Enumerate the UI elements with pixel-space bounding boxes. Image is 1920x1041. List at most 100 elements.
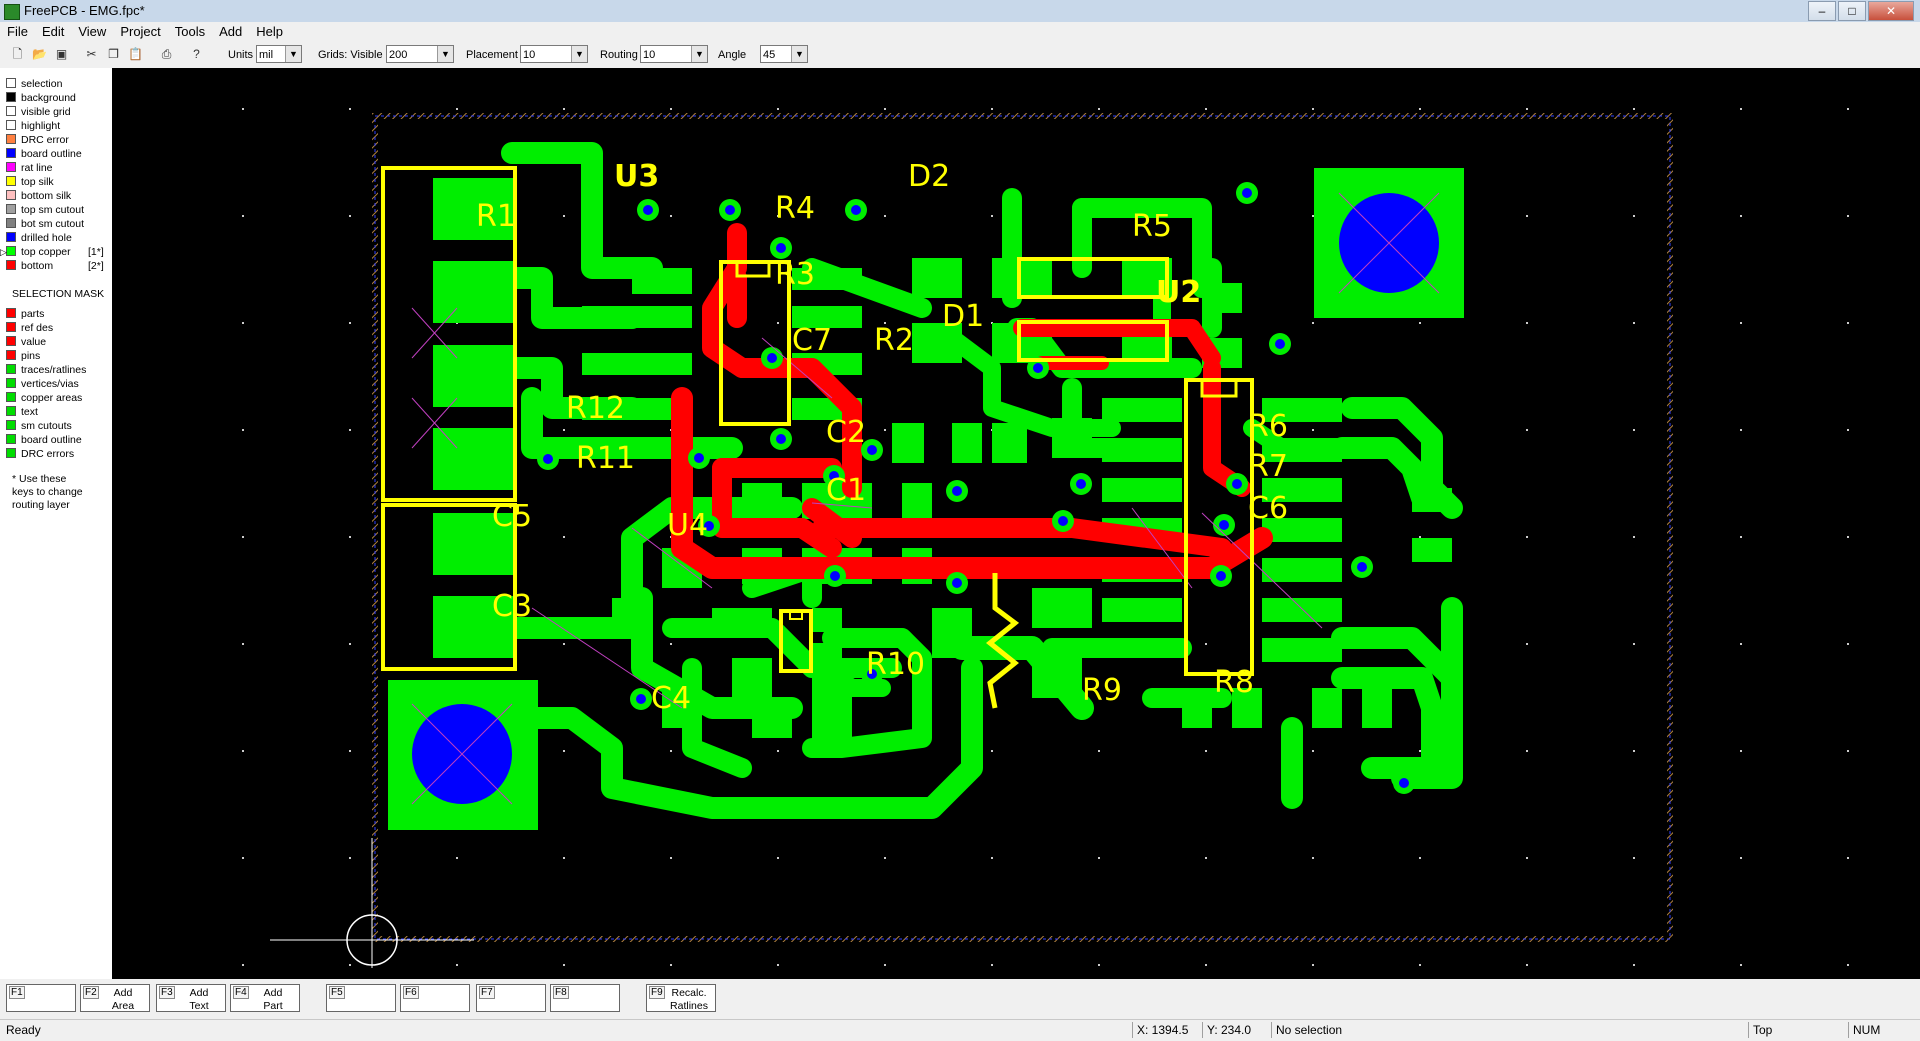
mask-pins[interactable]: pins xyxy=(6,350,40,363)
refdes-r3[interactable]: R3 xyxy=(775,257,815,292)
refdes-r5[interactable]: R5 xyxy=(1132,209,1172,244)
layer-color-swatch[interactable] xyxy=(6,134,16,144)
mask-board-outline[interactable]: board outline xyxy=(6,434,82,447)
layer-top-sm-cutout[interactable]: top sm cutout xyxy=(6,204,84,217)
maximize-button[interactable]: □ xyxy=(1838,1,1866,21)
copper-pad[interactable] xyxy=(582,398,692,420)
placement-select[interactable]: 10▼ xyxy=(520,45,588,63)
open-folder-icon[interactable]: 📂 xyxy=(32,47,47,61)
layer-color-swatch[interactable] xyxy=(6,78,16,88)
mask-copper-areas[interactable]: copper areas xyxy=(6,392,82,405)
refdes-r10[interactable]: R10 xyxy=(866,647,925,682)
refdes-c2[interactable]: C2 xyxy=(826,415,866,450)
menu-add[interactable]: Add xyxy=(219,24,243,39)
mask-checkbox[interactable] xyxy=(6,378,16,388)
refdes-c4[interactable]: C4 xyxy=(651,681,691,716)
mask-checkbox[interactable] xyxy=(6,434,16,444)
refdes-r2[interactable]: R2 xyxy=(874,323,914,358)
copper-pad[interactable] xyxy=(992,258,1052,298)
refdes-r9[interactable]: R9 xyxy=(1082,673,1122,708)
via[interactable] xyxy=(761,347,783,369)
copper-pad[interactable] xyxy=(1202,283,1242,313)
via[interactable] xyxy=(770,237,792,259)
via[interactable] xyxy=(946,572,968,594)
layer-color-swatch[interactable] xyxy=(6,106,16,116)
copper-pad[interactable] xyxy=(1182,688,1212,728)
via[interactable] xyxy=(1393,772,1415,794)
refdes-r4[interactable]: R4 xyxy=(775,191,815,226)
copper-pad[interactable] xyxy=(1412,538,1452,562)
menu-view[interactable]: View xyxy=(78,24,107,39)
copper-pad[interactable] xyxy=(433,596,517,658)
layer-color-swatch[interactable] xyxy=(6,232,16,242)
refdes-r8[interactable]: R8 xyxy=(1214,665,1254,700)
copper-pad[interactable] xyxy=(1232,688,1262,728)
via[interactable] xyxy=(1210,565,1232,587)
mask-vertices-vias[interactable]: vertices/vias xyxy=(6,378,79,391)
copper-pad[interactable] xyxy=(1262,478,1342,502)
layer-top-copper[interactable]: ▷top copper[1*] xyxy=(0,246,104,259)
refdes-c3[interactable]: C3 xyxy=(492,589,532,624)
refdes-r1[interactable]: R1 xyxy=(476,199,516,234)
copper-pad[interactable] xyxy=(1312,688,1342,728)
copper-pad[interactable] xyxy=(632,268,692,294)
copy-icon[interactable]: ❐ xyxy=(108,47,119,61)
silk-outlines[interactable] xyxy=(381,166,1254,709)
menu-help[interactable]: Help xyxy=(256,24,284,39)
fkey-f7-button[interactable]: F7 xyxy=(476,984,546,1012)
refdes-c1[interactable]: C1 xyxy=(826,473,866,508)
refdes-c6[interactable]: C6 xyxy=(1248,491,1288,526)
copper-pad[interactable] xyxy=(812,608,842,632)
print-icon[interactable]: ⎙ xyxy=(161,47,172,61)
via[interactable] xyxy=(861,663,883,685)
layer-top-silk[interactable]: top silk xyxy=(6,176,54,189)
refdes-c7[interactable]: C7 xyxy=(792,323,832,358)
mask-ref-des[interactable]: ref des xyxy=(6,322,53,335)
layer-highlight[interactable]: highlight xyxy=(6,120,60,133)
grids-select[interactable]: 200▼ xyxy=(386,45,454,63)
copper-pad[interactable] xyxy=(892,423,924,463)
via[interactable] xyxy=(861,439,883,461)
copper-pad[interactable] xyxy=(792,268,862,290)
copper-pad[interactable] xyxy=(1262,518,1342,542)
via[interactable] xyxy=(1027,357,1049,379)
copper-pad[interactable] xyxy=(1122,258,1172,298)
vias[interactable] xyxy=(537,182,1415,794)
copper-pad[interactable] xyxy=(992,423,1027,463)
via[interactable] xyxy=(1269,333,1291,355)
layer-background[interactable]: background xyxy=(6,92,76,105)
via[interactable] xyxy=(688,447,710,469)
layer-color-swatch[interactable] xyxy=(6,260,16,270)
menu-tools[interactable]: Tools xyxy=(174,24,206,39)
copper-pad[interactable] xyxy=(752,698,792,738)
refdes-u4[interactable]: U4 xyxy=(667,508,708,543)
via[interactable] xyxy=(719,199,741,221)
menu-edit[interactable]: Edit xyxy=(41,24,65,39)
copper-pad[interactable] xyxy=(1052,418,1092,458)
layer-color-swatch[interactable] xyxy=(6,120,16,130)
copper-pad[interactable] xyxy=(792,306,862,328)
minimize-button[interactable]: ‒ xyxy=(1808,1,1836,21)
refdes-r7[interactable]: R7 xyxy=(1248,449,1288,484)
via[interactable] xyxy=(1070,473,1092,495)
layer-drilled-hole[interactable]: drilled hole xyxy=(6,232,72,245)
mask-checkbox[interactable] xyxy=(6,350,16,360)
layer-color-swatch[interactable] xyxy=(6,204,16,214)
units-select[interactable]: mil▼ xyxy=(256,45,302,63)
copper-pad[interactable] xyxy=(902,483,932,519)
copper-pad[interactable] xyxy=(433,261,517,323)
mounting-hole-bottom-left[interactable] xyxy=(388,680,538,830)
fkey-f1-button[interactable]: F1 xyxy=(6,984,76,1012)
copper-pad[interactable] xyxy=(582,306,692,328)
refdes-d1[interactable]: D1 xyxy=(942,299,984,334)
mask-checkbox[interactable] xyxy=(6,322,16,332)
close-button[interactable]: ✕ xyxy=(1868,1,1914,21)
paste-icon[interactable]: 📋 xyxy=(128,47,143,61)
via[interactable] xyxy=(1052,510,1074,532)
layer-color-swatch[interactable] xyxy=(6,162,16,172)
copper-pad[interactable] xyxy=(433,513,517,575)
copper-pad[interactable] xyxy=(612,598,652,638)
